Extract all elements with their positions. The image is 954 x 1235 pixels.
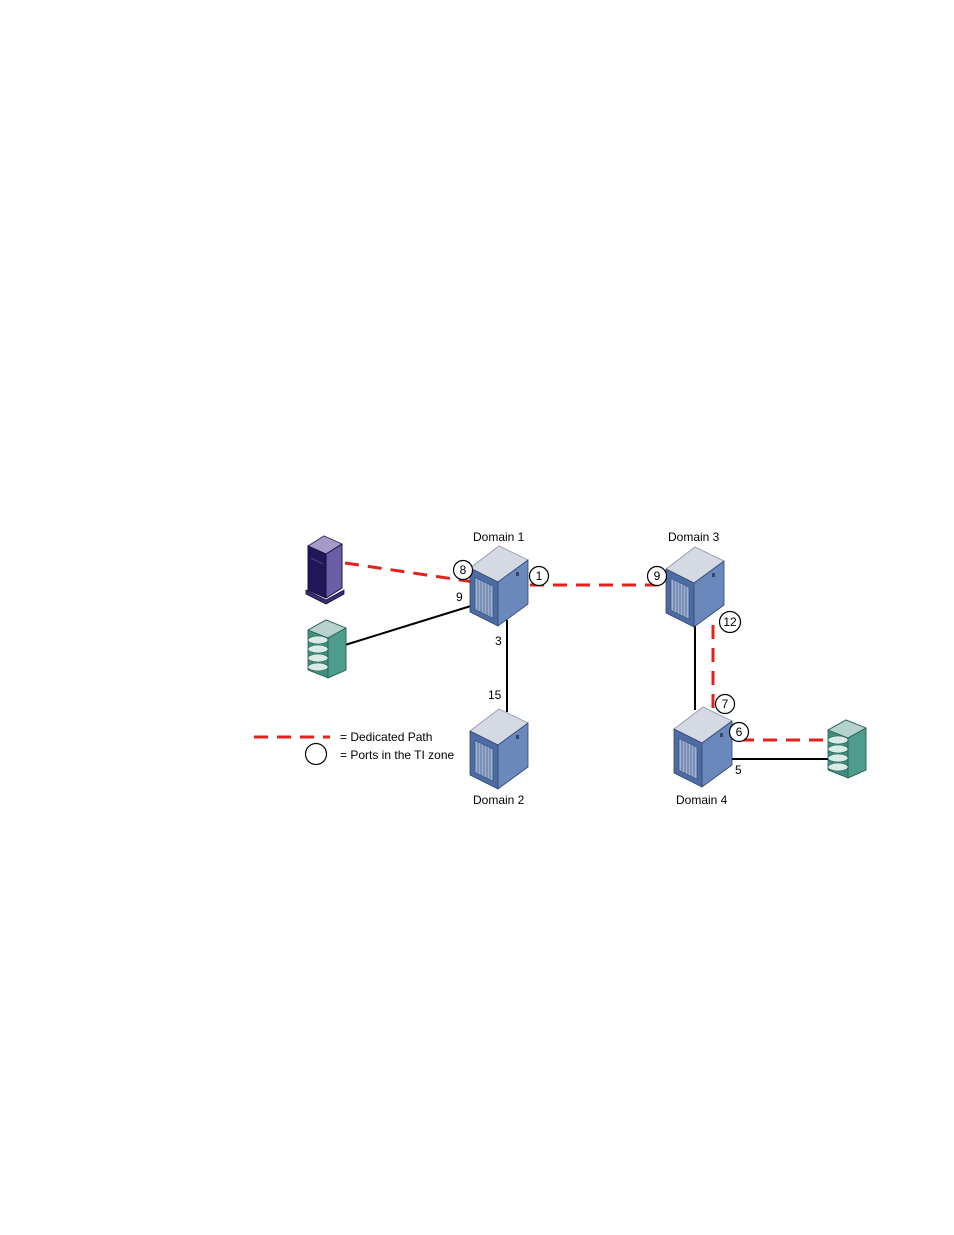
storage-array-icon-right bbox=[828, 720, 866, 778]
svg-text:7: 7 bbox=[722, 697, 729, 711]
domain-2-switch-icon bbox=[470, 709, 528, 789]
ti-port-domain1-8: 8 bbox=[454, 561, 473, 580]
dedicated-path bbox=[345, 563, 833, 740]
port-domain4-5: 5 bbox=[735, 763, 742, 777]
domain-4-label: Domain 4 bbox=[676, 793, 728, 807]
ti-port-domain4-6: 6 bbox=[730, 723, 749, 742]
legend-dedicated-path-label: = Dedicated Path bbox=[340, 730, 432, 744]
svg-text:6: 6 bbox=[736, 725, 743, 739]
port-domain2-15: 15 bbox=[488, 688, 502, 702]
host-server-icon bbox=[306, 536, 344, 604]
storage-array-icon-left bbox=[308, 620, 346, 678]
port-domain1-3: 3 bbox=[495, 634, 502, 648]
domain-1-label: Domain 1 bbox=[473, 530, 525, 544]
legend-ti-port-swatch bbox=[306, 744, 327, 765]
ti-port-domain4-7: 7 bbox=[716, 695, 735, 714]
port-domain1-9: 9 bbox=[456, 590, 463, 604]
ti-port-domain3-12: 12 bbox=[720, 612, 741, 633]
domain-1-switch-icon bbox=[470, 546, 528, 626]
ti-port-domain1-1: 1 bbox=[530, 567, 549, 586]
svg-text:1: 1 bbox=[536, 569, 543, 583]
svg-text:12: 12 bbox=[723, 615, 737, 629]
link-storage1-domain1 bbox=[345, 605, 474, 645]
svg-text:9: 9 bbox=[654, 569, 661, 583]
domain-4-switch-icon bbox=[674, 707, 732, 787]
ti-port-domain3-9: 9 bbox=[648, 567, 667, 586]
domain-3-switch-icon bbox=[666, 547, 724, 627]
legend-ti-port-label: = Ports in the TI zone bbox=[340, 748, 455, 762]
domain-2-label: Domain 2 bbox=[473, 793, 525, 807]
legend: = Dedicated Path = Ports in the TI zone bbox=[254, 730, 455, 765]
domain-3-label: Domain 3 bbox=[668, 530, 720, 544]
svg-text:8: 8 bbox=[460, 563, 467, 577]
